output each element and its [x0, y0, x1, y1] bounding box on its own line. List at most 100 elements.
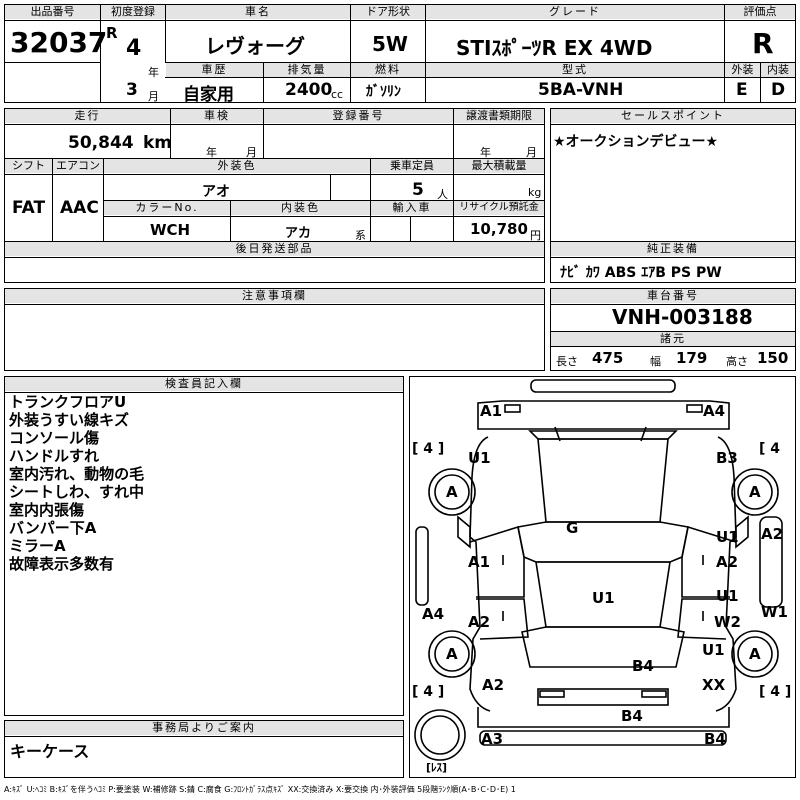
door-label: ドア形状 — [351, 5, 425, 19]
score-label: 評価点 — [725, 5, 795, 19]
fuel: ｶﾞｿﾘﾝ — [366, 84, 401, 100]
height-label: 高さ — [726, 355, 748, 368]
inspector-note: バンパー下A — [9, 519, 97, 537]
capacity-label: 乗車定員 — [371, 159, 453, 173]
tire-count-front-left: [ 4 ] — [412, 441, 445, 457]
wheel-front-left — [428, 468, 476, 516]
front-door-left — [469, 525, 525, 598]
inspector-note: ハンドルすれ — [9, 447, 100, 465]
mirror-right — [735, 515, 749, 549]
tire-count-front-right: [ 4 — [759, 441, 781, 457]
exterior-grade: E — [736, 80, 748, 100]
mark-rear-left: A3 — [481, 730, 504, 748]
car-outline — [414, 379, 783, 761]
inspector-notes: トランクフロアU 外装うすい線キズ コンソール傷 ハンドルすれ 室内汚れ、動物の… — [9, 393, 144, 573]
body-left-shape — [469, 436, 491, 712]
interior-color-unit: 系 — [355, 229, 366, 242]
aircon: AAC — [60, 198, 99, 218]
sales-point-label: セールスポイント — [551, 109, 795, 123]
history-label: 車歴 — [166, 63, 263, 77]
mark-trunk: B4 — [632, 657, 654, 675]
mileage-label: 走行 — [5, 109, 170, 123]
mark-hood: G — [566, 519, 579, 537]
cabin-front-shape — [517, 521, 689, 563]
mark-rear-quarter-right: XX — [702, 676, 726, 694]
caution-label: 注意事項欄 — [5, 289, 544, 303]
mirror-left — [457, 515, 471, 549]
exterior-label: 外装 — [725, 63, 760, 77]
interior-grade: D — [771, 80, 786, 100]
tire-grade-rear-left: A — [446, 645, 458, 663]
body-right-shape — [715, 436, 737, 712]
fuel-label: 燃料 — [351, 63, 425, 77]
spare-label: [ﾚｽ] — [426, 761, 448, 774]
mark-front-left: A1 — [480, 402, 503, 420]
mileage-unit: km — [143, 133, 173, 153]
car-diagram: [ 4 ] [ 4 [ 4 ] [ 4 ] A A A A [ﾚｽ] A1 A4… — [409, 376, 796, 778]
year-unit: 年 — [148, 66, 159, 79]
displacement-label: 排気量 — [264, 63, 350, 77]
tire-grade-rear-right: A — [749, 645, 761, 663]
wheel-rear-left — [428, 630, 476, 678]
side-sill-right — [759, 516, 783, 608]
mark-side-left: A4 — [422, 605, 445, 623]
era: R — [106, 24, 118, 42]
interior-color: アカ — [285, 226, 312, 241]
mark-front-right: A4 — [703, 402, 726, 420]
front-door-right — [681, 525, 737, 598]
document-month-unit: 月 — [526, 146, 537, 159]
front-bumper-shape — [530, 379, 676, 393]
tire-count-rear-right: [ 4 ] — [759, 684, 792, 700]
length-value: 475 — [592, 349, 624, 367]
inspector-note: 室内汚れ、動物の毛 — [9, 465, 145, 483]
equipment-text: ﾅﾋﾞ ｶﾜ ABS ｴｱB PS PW — [560, 265, 722, 281]
mileage: 50,844 — [68, 133, 134, 153]
wheel-rear-right — [731, 630, 779, 678]
inspector-note: 外装うすい線キズ — [9, 411, 130, 429]
front-end-shape — [477, 400, 730, 430]
mark-rear-door-right-2: W2 — [714, 613, 741, 631]
office-text: キーケース — [10, 742, 90, 761]
mark-quarter-right: U1 — [702, 641, 725, 659]
grade-label: グレード — [426, 5, 724, 19]
side-sill-left — [415, 526, 429, 606]
history: 自家用 — [183, 85, 234, 105]
inspector-note: ミラーA — [9, 537, 66, 555]
trunk-shape — [537, 688, 669, 706]
height-value: 150 — [757, 349, 789, 367]
sales-point-section — [550, 108, 796, 242]
exterior-color-label: 外装色 — [104, 159, 370, 173]
tire-grade-front-left: A — [446, 483, 458, 501]
inspector-section — [4, 376, 404, 716]
max-load-label: 最大積載量 — [454, 159, 544, 173]
registration-month: 3 — [126, 80, 138, 100]
rear-glass-shape — [521, 626, 685, 668]
chassis-number: VNH-003188 — [612, 305, 753, 329]
max-load-unit: kg — [528, 186, 542, 199]
aircon-label: エアコン — [53, 159, 103, 173]
sales-point-text: ★オークションデビュー★ — [553, 134, 719, 150]
color-number: WCH — [150, 221, 191, 239]
import-label: 輸入車 — [371, 201, 453, 215]
inspection-month-unit: 月 — [246, 146, 257, 159]
wheel-rear-right-inner — [737, 636, 773, 672]
mark-front-door-left: A1 — [468, 553, 491, 571]
displacement: 2400 — [285, 80, 333, 100]
grade: STIｽﾎﾟｰﾂR EX 4WD — [456, 36, 653, 60]
exterior-color: アオ — [202, 184, 230, 200]
mark-front-door-right-1: U1 — [716, 528, 739, 546]
registration-year: 4 — [126, 36, 142, 61]
later-parts-label: 後日発送部品 — [5, 242, 544, 256]
lot-number: 32037 — [10, 26, 108, 59]
lot-number-label: 出品番号 — [5, 5, 100, 19]
capacity: 5 — [412, 180, 424, 200]
mark-fender-right: B3 — [716, 449, 738, 467]
chassis-label: 車台番号 — [551, 289, 795, 303]
document-year-unit: 年 — [480, 146, 491, 159]
door-handles — [502, 555, 704, 621]
displacement-unit: cc — [331, 88, 344, 101]
mark-fender-left: U1 — [468, 449, 491, 467]
mark-rear-quarter-left: A2 — [482, 676, 505, 694]
mark-side-right: W1 — [761, 603, 788, 621]
auction-score: R — [752, 27, 774, 60]
